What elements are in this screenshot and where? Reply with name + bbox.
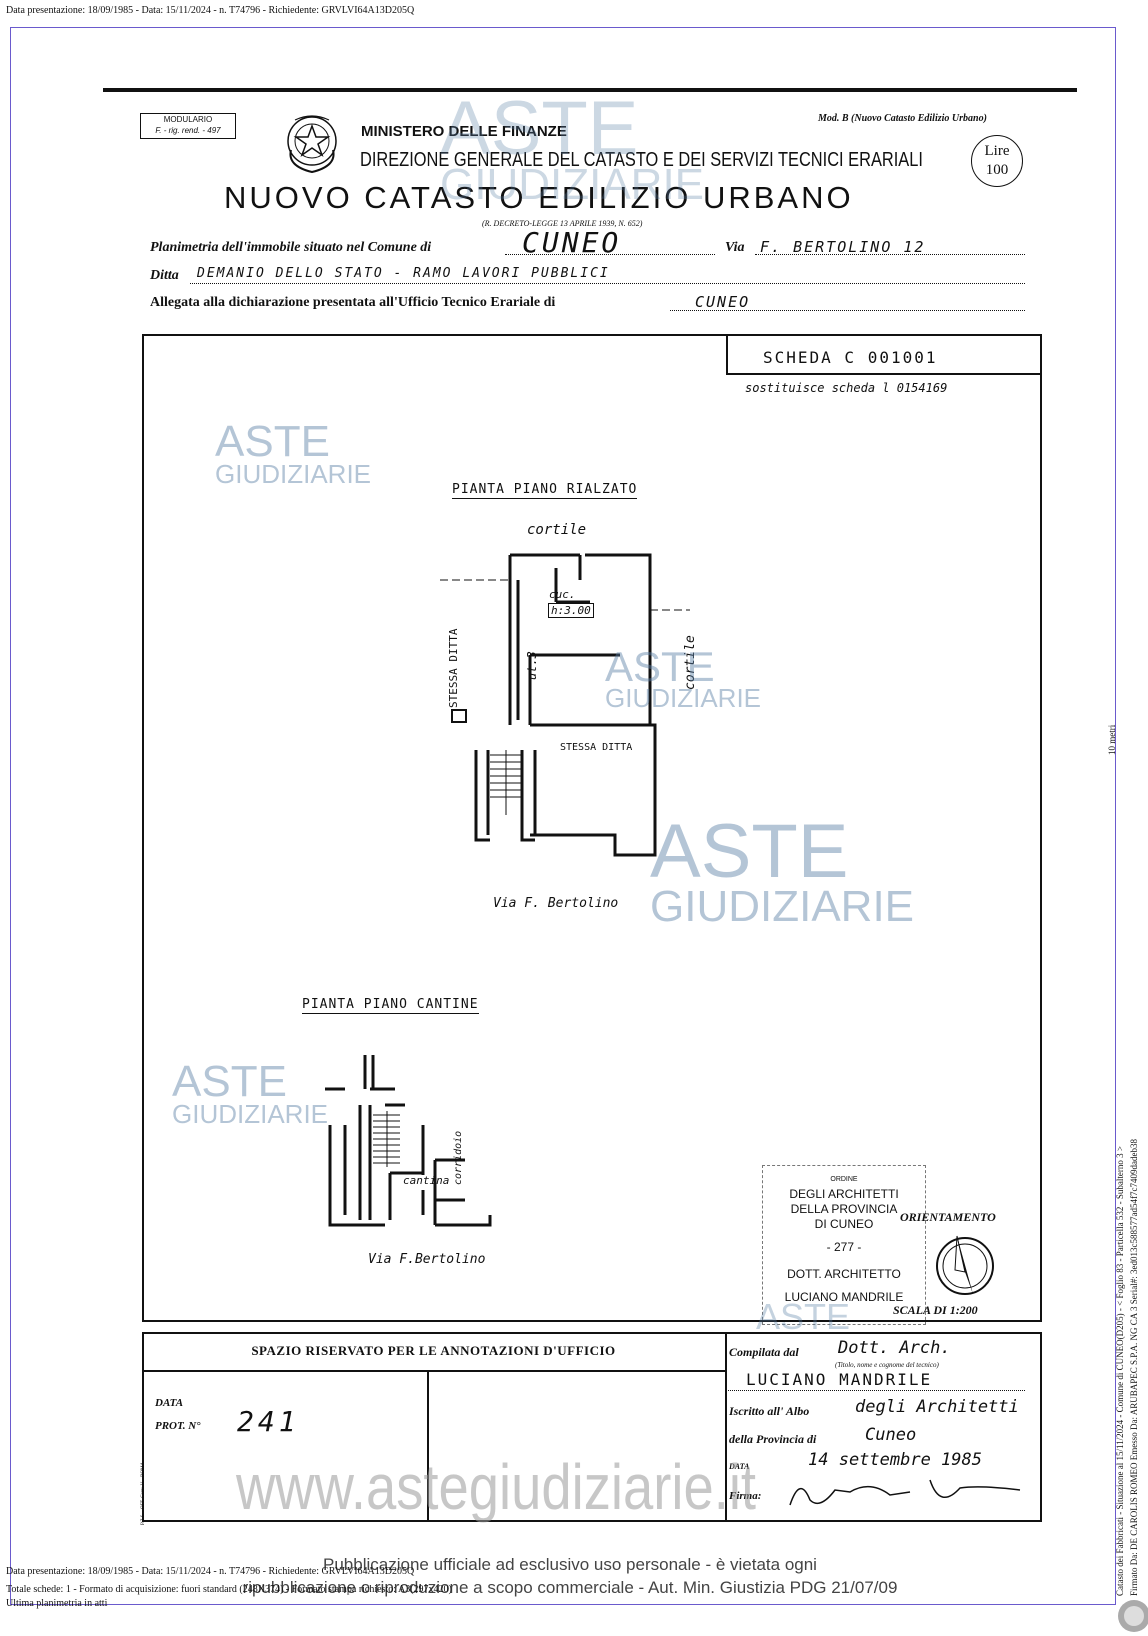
stamp-line4: DI CUNEO xyxy=(814,1217,874,1231)
ufficio-value: CUNEO xyxy=(695,293,751,311)
header-timestamp: Data presentazione: 18/09/1985 - Data: 1… xyxy=(6,5,415,16)
floor-plan-rialzato xyxy=(440,553,690,857)
modulario-line1: MODULARIO xyxy=(163,115,213,124)
compilata-value: Dott. Arch. xyxy=(838,1338,951,1358)
footer-line3: Ultima planimetria in atti xyxy=(6,1598,108,1609)
street-rialzato: Via F. Bertolino xyxy=(493,896,619,911)
cantina-label: cantina xyxy=(403,1174,450,1187)
h-label: h:3.00 xyxy=(548,603,594,618)
ufficio-dots xyxy=(670,310,1025,311)
cortile-right: cortile xyxy=(683,635,698,690)
sheet-top-border xyxy=(103,88,1077,92)
lire-stamp: Lire 100 xyxy=(971,135,1023,187)
footer-line1: Data presentazione: 18/09/1985 - Data: 1… xyxy=(6,1566,415,1577)
orientamento-label: ORIENTAMENTO xyxy=(900,1210,996,1224)
lire-label: Lire xyxy=(984,143,1010,159)
annotation-box xyxy=(142,1332,1042,1522)
ut-label: ut.3 xyxy=(525,651,539,680)
stamp-line7: LUCIANO MANDRILE xyxy=(784,1290,904,1304)
compilata-sub: (Titolo, nome e cognome del tecnico) xyxy=(835,1361,939,1369)
compilata-label: Compilata dal xyxy=(729,1345,799,1359)
frame-top xyxy=(10,27,1116,28)
comune-dots xyxy=(505,254,715,255)
stamp-line5: - 277 - xyxy=(826,1240,862,1254)
compilata-name: LUCIANO MANDRILE xyxy=(746,1370,933,1389)
stamp-line1: ORDINE xyxy=(830,1176,858,1183)
lire-value: 100 xyxy=(985,162,1009,178)
ann-side-print: P.Z.S. - OFF. Carte-V. - ROMA xyxy=(141,1461,146,1525)
frame-bottom xyxy=(10,1604,1116,1605)
ditta-label: Ditta xyxy=(150,268,179,283)
modulario-line2: F. - rig. rend. - 497 xyxy=(155,126,221,135)
stamp-line6: DOTT. ARCHITETTO xyxy=(787,1267,901,1281)
plan-cantine-title: PIANTA PIANO CANTINE xyxy=(302,997,479,1014)
decreto-text: (R. DECRETO-LEGGE 13 APRILE 1939, N. 652… xyxy=(482,219,643,228)
plan-rialzato-title: PIANTA PIANO RIALZATO xyxy=(452,482,638,499)
sostituisce-scheda: sostituisce scheda l 0154169 xyxy=(745,381,948,395)
provincia-value: Cuneo xyxy=(865,1425,917,1445)
direzione-title: DIREZIONE GENERALE DEL CATASTO E DEI SER… xyxy=(360,149,923,171)
scheda-number: SCHEDA C 001001 xyxy=(763,348,938,367)
side-firmato: Firmato Da: DE CAROLIS ROMEO Emesso Da: … xyxy=(1129,1139,1139,1596)
floor-plan-cantine xyxy=(325,1055,492,1227)
stamp-line3: DELLA PROVINCIA xyxy=(790,1202,898,1216)
via-value: F. BERTOLINO 12 xyxy=(760,238,926,256)
signature-icon xyxy=(789,1479,1021,1506)
iscritto-value: degli Architetti xyxy=(855,1397,1019,1417)
ministero-title: MINISTERO DELLE FINANZE xyxy=(361,123,567,140)
street-cantine: Via F.Bertolino xyxy=(368,1252,486,1267)
annotation-divider-right xyxy=(725,1372,727,1522)
via-dots xyxy=(755,254,1025,255)
compilata-dots xyxy=(728,1390,1025,1391)
watermark-url: www.astegiudiziarie.it xyxy=(236,1451,757,1523)
via-label: Via xyxy=(725,240,745,255)
stessa-ditta-left: STESSA DITTA xyxy=(447,628,460,708)
stamp-line2: DEGLI ARCHITETTI xyxy=(789,1187,899,1201)
side-catasto: Catasto dei Fabbricati - Situazione al 1… xyxy=(1115,1146,1125,1596)
footer-line2: Totale schede: 1 - Formato di acquisizio… xyxy=(6,1584,452,1595)
stessa-ditta-right: STESSA DITTA xyxy=(560,742,633,753)
compilata-data-value: 14 settembre 1985 xyxy=(808,1450,982,1470)
provincia-label: della Provincia di xyxy=(729,1432,817,1446)
seal-icon xyxy=(1118,1600,1148,1632)
ditta-value: DEMANIO DELLO STATO - RAMO LAVORI PUBBLI… xyxy=(197,266,610,281)
annotation-divider xyxy=(427,1372,429,1522)
frame-right xyxy=(1115,27,1116,1605)
ann-data-label: DATA xyxy=(155,1397,184,1409)
scala-label: SCALA DI 1:200 xyxy=(893,1303,978,1317)
corridoio-label: corridoio xyxy=(453,1130,464,1185)
planimetria-label: Planimetria dell'immobile situato nel Co… xyxy=(150,240,432,255)
side-unit: 10 metri xyxy=(1107,724,1117,755)
nuovo-catasto-title: NUOVO CATASTO EDILIZIO URBANO xyxy=(224,180,854,215)
modulario-box: MODULARIO F. - rig. rend. - 497 xyxy=(140,113,236,139)
cortile-top: cortile xyxy=(527,522,587,538)
mod-b-label: Mod. B (Nuovo Catasto Edilizio Urbano) xyxy=(818,113,987,124)
frame-left xyxy=(10,27,11,1605)
ann-prot-value: 241 xyxy=(237,1405,300,1438)
emblem-icon xyxy=(287,115,337,174)
publication-line1: Pubblicazione ufficiale ad esclusivo uso… xyxy=(323,1555,817,1574)
publication-line2: ripubblicazione o riproduzione a scopo c… xyxy=(242,1578,898,1597)
cuc-label: cuc. xyxy=(549,588,576,601)
compilata-data-label: DATA xyxy=(729,1462,750,1471)
ditta-dots xyxy=(190,283,1025,284)
iscritto-label: Iscritto all' Albo xyxy=(729,1404,810,1418)
comune-value: CUNEO xyxy=(522,226,622,259)
scheda-box xyxy=(726,334,1042,375)
north-arrow-icon xyxy=(936,1235,994,1295)
ann-prot-label: PROT. N° xyxy=(155,1420,201,1432)
architect-stamp: ORDINE DEGLI ARCHITETTI DELLA PROVINCIA … xyxy=(762,1165,926,1325)
annotazioni-heading: SPAZIO RISERVATO PER LE ANNOTAZIONI D'UF… xyxy=(142,1332,727,1372)
firma-label: Firma: xyxy=(729,1490,762,1502)
drawing-box xyxy=(142,334,1042,1322)
allegata-label: Allegata alla dichiarazione presentata a… xyxy=(150,295,556,310)
